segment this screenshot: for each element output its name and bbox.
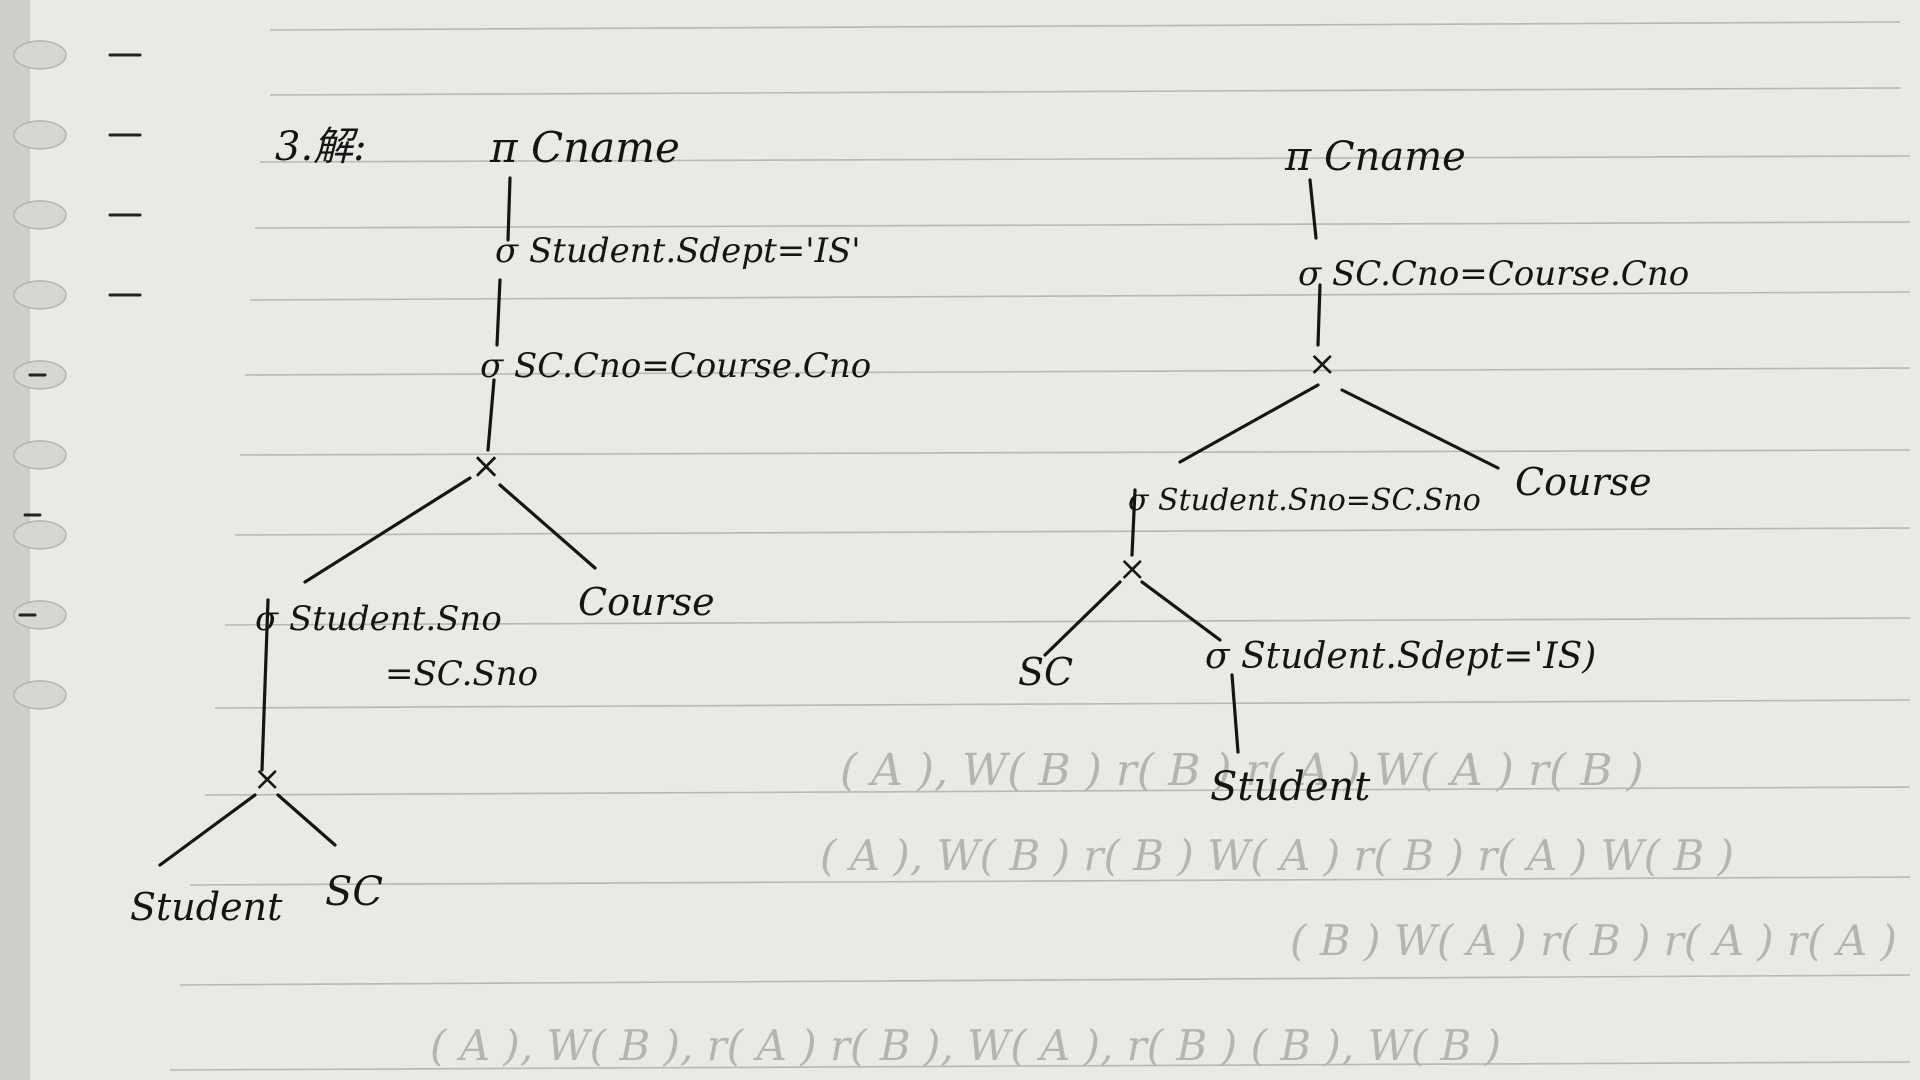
right-leaf-student: Student: [1210, 764, 1371, 810]
edge-select-sno-to-product: [260, 598, 270, 772]
right-select-dept: σ Student.Sdept='IS): [1205, 636, 1596, 677]
left-root-projection: π Cname: [489, 123, 680, 172]
right-leaf-sc: SC: [1018, 650, 1073, 694]
right-product-bottom: ×: [1118, 549, 1147, 589]
edge-r-root-to-cno: [1308, 178, 1318, 240]
right-product-top: ×: [1308, 344, 1337, 384]
edge-r-product-to-select-dept: [1140, 580, 1222, 642]
edge-r-select-dept-to-student: [1230, 673, 1240, 754]
edge-root-to-dept: [506, 176, 512, 242]
edge-dept-to-cno: [495, 278, 502, 347]
edge-product-to-student: [158, 793, 257, 867]
left-product-bottom: ×: [253, 759, 282, 799]
left-select-sno-line2: =SC.Sno: [385, 654, 538, 694]
right-query-tree: π Cname σ SC.Cno=Course.Cno × σ Student.…: [1018, 134, 1689, 810]
right-select-sno: σ Student.Sno=SC.Sno: [1128, 483, 1481, 518]
left-leaf-student: Student: [130, 885, 283, 929]
spiral-binding: [13, 40, 67, 710]
edge-r-select-sno-to-product: [1130, 488, 1137, 557]
edge-r-product-to-course: [1340, 388, 1500, 470]
binding-marks: [18, 53, 142, 617]
edge-product-to-course: [498, 483, 597, 570]
left-query-tree: π Cname σ Student.Sdept='IS' σ SC.Cno=Co…: [130, 123, 871, 929]
bleed-line-1: ( A ), W( B ) r( B ) r( A ) W( A ) r( B …: [840, 745, 1644, 796]
left-product-top: ×: [471, 446, 501, 487]
left-select-cno: σ SC.Cno=Course.Cno: [480, 346, 871, 386]
bleed-through-text: ( A ), W( B ) r( B ) r( A ) W( A ) r( B …: [430, 745, 1897, 1070]
edge-product-to-select-sno: [303, 476, 472, 584]
right-select-cno: σ SC.Cno=Course.Cno: [1298, 254, 1689, 294]
paper-sheet: [30, 0, 1920, 1080]
left-select-dept: σ Student.Sdept='IS': [495, 231, 861, 271]
bleed-line-3: ( B ) W( A ) r( B ) r( A ) r( A ): [1290, 916, 1897, 965]
bleed-line-4: ( A ), W( B ), r( A ) r( B ), W( A ), r(…: [430, 1021, 1501, 1070]
left-select-sno-line1: σ Student.Sno: [255, 599, 502, 639]
left-leaf-course: Course: [578, 580, 715, 624]
right-leaf-course: Course: [1515, 460, 1652, 504]
left-leaf-sc: SC: [325, 869, 383, 915]
edge-cno-to-product: [486, 378, 496, 452]
edge-r-cno-to-product: [1316, 283, 1322, 347]
edge-r-product-to-sc: [1043, 580, 1122, 657]
edge-product-to-sc: [276, 793, 337, 847]
right-root-projection: π Cname: [1284, 134, 1466, 180]
answer-label: 3.解:: [275, 124, 367, 170]
bleed-line-2: ( A ), W( B ) r( B ) W( A ) r( B ) r( A …: [820, 831, 1734, 880]
edge-r-product-to-select-sno: [1178, 383, 1320, 464]
ruled-lines: [169, 21, 1911, 1071]
